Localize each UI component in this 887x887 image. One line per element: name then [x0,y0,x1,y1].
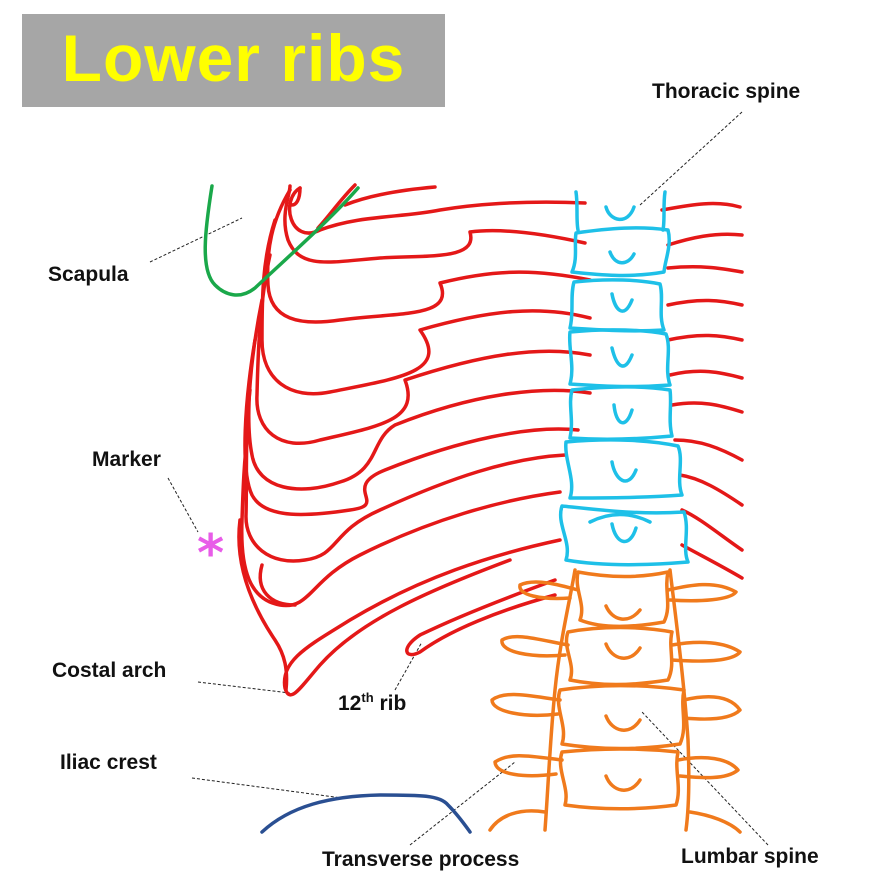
iliac-crest-outline [260,793,472,834]
l-tp-3-left [490,692,562,717]
label-12th-rib-word: rib [373,692,407,715]
t-vert-3-v [610,346,634,368]
rib-costal [237,518,289,692]
label-iliac-crest: Iliac crest [60,751,157,774]
l-vert-2 [564,625,674,687]
rib-11 [405,578,557,657]
t-vert-2-v [610,292,634,313]
label-scapula: Scapula [48,263,129,286]
rib-top-a [290,186,302,207]
l-tp-2-left [500,634,570,658]
ribs-right [660,201,744,580]
rib-r8 [673,438,744,462]
l-vert-3-v [604,714,642,732]
t-vert-4-v [612,403,634,425]
l-tp-2-right [670,640,742,663]
page-title: Lower ribs [61,21,406,95]
transverse-process-leader [409,761,516,846]
rib-r11 [680,543,744,580]
t-vert-1 [570,226,671,278]
marker-leader [167,477,199,533]
l-lower-right [688,810,742,834]
t-vert-6-top [588,512,652,524]
label-12th-rib: 12th rib [338,690,406,716]
rib-5 [255,253,592,446]
rib-top-c [343,185,437,207]
rib-r7 [670,401,744,414]
rib-r9 [678,473,744,507]
l-vert-4 [558,747,681,811]
label-12th-rib-number: 12 [338,692,362,715]
l-tp-4-right [676,755,740,780]
rib-r3 [666,265,744,274]
ribs-left [237,183,592,697]
t-vert-6-v [610,522,638,544]
rib-tip-1 [258,563,297,607]
label-thoracic-spine: Thoracic spine [652,80,801,103]
t-vert-1-v [608,250,636,265]
rib-r5 [666,333,744,342]
l-vert-2-v [604,642,642,660]
rib-10 [282,538,562,697]
rib-1 [287,186,587,235]
title-banner: Lower ribs [22,14,445,107]
rib-r10 [680,508,744,552]
t-vert-3 [567,328,672,389]
thoracic-vertebrae [558,190,690,567]
l-lower-left [488,809,547,832]
l-tp-4-left [493,753,564,778]
t-vert-top [574,190,667,232]
label-12th-rib-suffix: th [361,690,374,705]
thoracic-spine-leader [639,111,743,206]
rib-4 [260,218,592,396]
rib-2 [283,184,587,264]
l-vert-1-v [604,604,642,621]
l-spine-left [543,568,577,832]
lumbar-vertebrae [488,568,742,834]
l-tp-1-left [518,580,580,601]
twelfth-rib-leader [394,641,423,691]
l-vert-3 [556,683,686,751]
marker-asterisk: * [197,524,225,584]
rib-6 [247,298,592,491]
rib-9 [240,428,562,608]
label-costal-arch: Costal arch [52,659,167,682]
l-spine-right [668,568,691,832]
label-lumbar-spine: Lumbar spine [681,845,819,868]
iliac-crest-leader [191,777,343,799]
scapula-leader [149,217,243,263]
t-vert-2 [568,278,666,333]
t-vert-4 [568,385,674,442]
rib-8 [244,388,567,563]
costal-arch-leader [197,681,291,694]
rib-r4 [666,298,744,307]
t-vert-5 [564,438,684,500]
t-vert-5-v [610,460,638,483]
scapula-outline [203,184,360,297]
rib-r1 [660,201,742,212]
t-vert-6 [558,504,690,567]
l-tp-3-right [682,695,742,721]
l-vert-4-v [604,774,642,792]
l-tp-1-right [666,582,738,603]
rib-r6 [668,369,744,380]
l-vert-1 [575,570,670,628]
label-transverse-process: Transverse process [322,848,520,871]
rib-r2 [666,232,744,247]
t-vert-top-v [604,205,636,222]
label-marker: Marker [92,448,161,471]
